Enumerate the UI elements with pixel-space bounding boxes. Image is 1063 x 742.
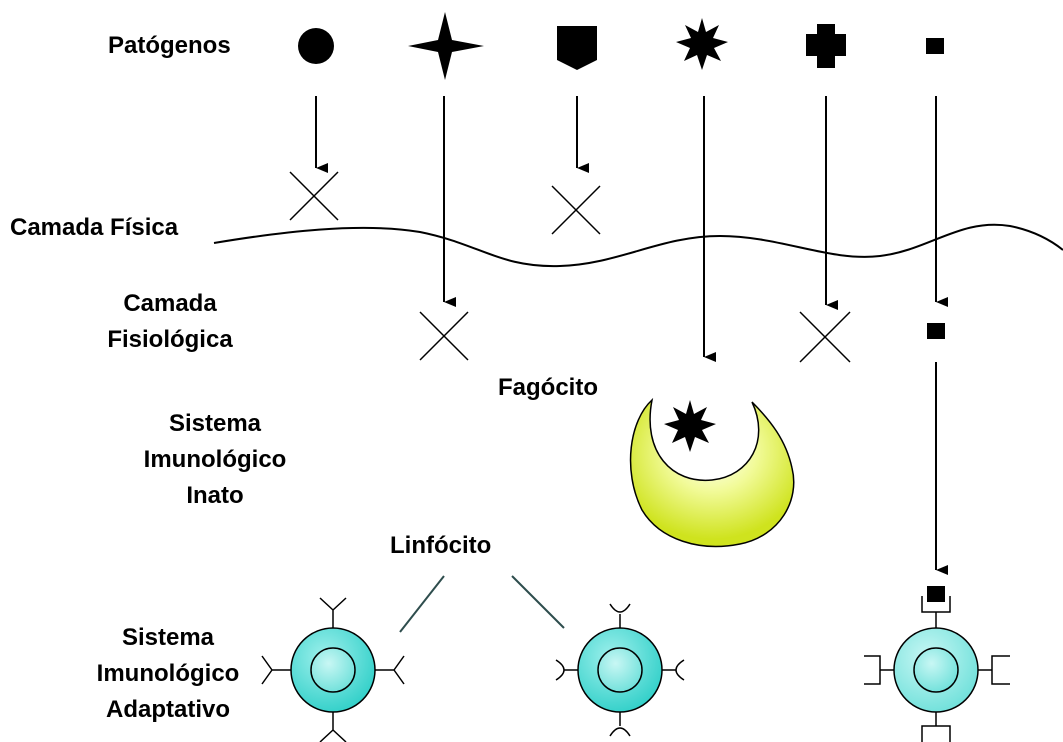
lymphocyte-cell bbox=[864, 596, 1010, 742]
camada-fisica-label: Camada Física bbox=[10, 210, 178, 246]
block-mark-icon bbox=[552, 186, 600, 234]
block-mark-icon bbox=[420, 312, 468, 360]
spiked-star-pathogen-icon bbox=[676, 18, 728, 70]
linfocito-label: Linfócito bbox=[390, 528, 491, 564]
block-mark-icon bbox=[800, 312, 850, 362]
phagocyte-cell bbox=[631, 400, 794, 546]
camada-fisiologica-label: Camada Fisiológica bbox=[80, 286, 260, 358]
small-square-pathogen-icon bbox=[926, 38, 944, 54]
four-point-star-pathogen-icon bbox=[408, 12, 484, 80]
patogenos-label: Patógenos bbox=[108, 28, 231, 64]
pentagon-pathogen-icon bbox=[557, 26, 597, 70]
lymphocyte-pointer-line bbox=[400, 576, 444, 632]
lymphocyte-pointer-line bbox=[512, 576, 564, 628]
small-square-pathogen-icon bbox=[927, 323, 945, 339]
engulfed-pathogen-icon bbox=[664, 400, 716, 452]
sistema-inato-label: Sistema Imunológico Inato bbox=[120, 406, 310, 514]
sistema-adaptativo-label: Sistema Imunológico Adaptativo bbox=[78, 620, 258, 728]
circle-pathogen-icon bbox=[298, 28, 334, 64]
block-mark-icon bbox=[290, 172, 338, 220]
fagocito-label: Fagócito bbox=[498, 370, 598, 406]
cross-pathogen-icon bbox=[806, 24, 846, 68]
lymphocyte-cell bbox=[556, 604, 684, 736]
lymphocyte-cell bbox=[262, 598, 404, 742]
bound-antigen-icon bbox=[927, 586, 945, 602]
